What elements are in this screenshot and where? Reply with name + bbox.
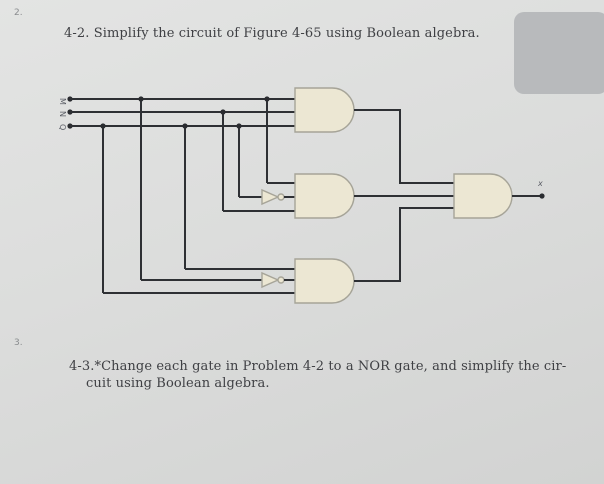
and-gate-3 xyxy=(294,258,355,304)
input-label-m: M xyxy=(58,98,67,105)
wire-gate3-out xyxy=(354,207,454,282)
junction xyxy=(236,123,242,129)
and-gate-1 xyxy=(294,87,355,133)
junction xyxy=(100,123,106,129)
inverter-2-bubble xyxy=(277,276,285,284)
junction xyxy=(138,96,144,102)
junction xyxy=(182,123,188,129)
input-label-n: N xyxy=(58,111,67,117)
overlay-box xyxy=(514,12,604,94)
input-label-q: Q xyxy=(58,124,67,130)
problem-4-3-line-1: 4-3.*Change each gate in Problem 4-2 to … xyxy=(69,359,567,374)
problem-4-2-text: 4-2. Simplify the circuit of Figure 4-65… xyxy=(64,26,480,41)
output-terminal-x xyxy=(539,193,545,199)
and-gate-final xyxy=(453,173,513,219)
output-label-x: x xyxy=(537,179,543,188)
wire-gate1-out xyxy=(354,109,454,184)
problem-4-3-line-2: cuit using Boolean algebra. xyxy=(86,376,270,391)
inverter-1 xyxy=(261,188,280,206)
inverter-1-bubble xyxy=(277,193,285,201)
item-number-3: 3. xyxy=(14,338,23,348)
item-number-2: 2. xyxy=(14,8,23,18)
junction xyxy=(264,96,270,102)
inverter-2 xyxy=(261,271,280,289)
and-gate-2 xyxy=(294,173,355,219)
junction xyxy=(220,109,226,115)
